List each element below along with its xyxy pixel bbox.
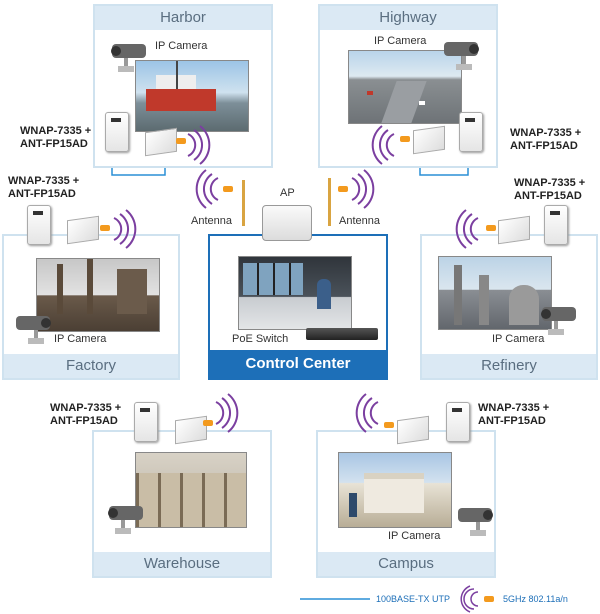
- highway-photo: [348, 50, 462, 124]
- warehouse-camera-icon: [105, 502, 149, 536]
- site-title: Harbor: [95, 6, 271, 30]
- harbor-device-label: WNAP-7335 + ANT-FP15AD: [20, 125, 91, 151]
- factory-band-badge-icon: [100, 225, 110, 231]
- campus-device-label: WNAP-7335 + ANT-FP15AD: [478, 402, 549, 428]
- harbor-photo: [135, 60, 249, 132]
- campus-ap-icon: [446, 402, 470, 442]
- legend-band-badge-icon: [484, 596, 494, 602]
- device-label-line-2: ANT-FP15AD: [478, 415, 546, 427]
- warehouse-photo: [135, 452, 247, 528]
- device-label-line-2: ANT-FP15AD: [50, 415, 118, 427]
- left-band-badge-icon: [223, 186, 233, 192]
- central-ap-icon: [262, 205, 312, 241]
- site-title: Campus: [318, 552, 494, 576]
- legend-wired-label: 100BASE-TX UTP: [376, 594, 451, 604]
- warehouse-band-badge-icon: [203, 420, 213, 426]
- harbor-ap-icon: [105, 112, 129, 152]
- factory-device-label: WNAP-7335 + ANT-FP15AD: [8, 175, 79, 201]
- campus-photo: [338, 452, 452, 528]
- device-label-line-2: ANT-FP15AD: [514, 190, 582, 202]
- device-label-line-2: ANT-FP15AD: [20, 138, 88, 150]
- device-label-line-1: WNAP-7335 +: [8, 175, 80, 187]
- site-title: Factory: [4, 354, 178, 378]
- refinery-band-badge-icon: [486, 225, 496, 231]
- device-label-line-2: ANT-FP15AD: [8, 188, 76, 200]
- device-label-line-1: WNAP-7335 +: [510, 127, 582, 139]
- site-title: Warehouse: [94, 552, 270, 576]
- right-band-badge-icon: [338, 186, 348, 192]
- poe-switch-icon: [306, 328, 378, 340]
- antenna-left-label: Antenna: [191, 215, 232, 227]
- highway-band-badge-icon: [400, 136, 410, 142]
- highway-device-label: WNAP-7335 + ANT-FP15AD: [510, 127, 581, 153]
- campus-camera-icon: [452, 504, 496, 538]
- refinery-ap-icon: [544, 205, 568, 245]
- control-center-photo: [238, 256, 352, 330]
- warehouse-device-label: WNAP-7335 + ANT-FP15AD: [50, 402, 121, 428]
- factory-ap-icon: [27, 205, 51, 245]
- highway-ap-icon: [459, 112, 483, 152]
- factory-camera-icon: [10, 312, 54, 346]
- site-title: Highway: [320, 6, 496, 30]
- campus-camera-label: IP Camera: [388, 530, 441, 542]
- refinery-camera-label: IP Camera: [492, 333, 545, 345]
- device-label-line-1: WNAP-7335 +: [50, 402, 122, 414]
- device-label-line-1: WNAP-7335 +: [478, 402, 550, 414]
- control-center-title: Control Center: [210, 350, 386, 378]
- right-antenna-icon: [328, 178, 331, 226]
- factory-photo: [36, 258, 160, 332]
- refinery-device-label: WNAP-7335 + ANT-FP15AD: [514, 177, 585, 203]
- refinery-photo: [438, 256, 552, 330]
- ap-label: AP: [280, 187, 295, 199]
- campus-band-badge-icon: [384, 422, 394, 428]
- harbor-camera-icon: [108, 40, 152, 74]
- antenna-right-label: Antenna: [339, 215, 380, 227]
- site-title: Refinery: [422, 354, 596, 378]
- harbor-band-badge-icon: [176, 138, 186, 144]
- refinery-camera-icon: [538, 303, 582, 337]
- highway-camera-icon: [438, 38, 482, 72]
- device-label-line-1: WNAP-7335 +: [20, 125, 92, 137]
- legend-wireless-label: 5GHz 802.11a/n: [503, 594, 568, 604]
- device-label-line-2: ANT-FP15AD: [510, 140, 578, 152]
- highway-camera-label: IP Camera: [374, 35, 427, 47]
- warehouse-ap-icon: [134, 402, 158, 442]
- device-label-line-1: WNAP-7335 +: [514, 177, 586, 189]
- harbor-camera-label: IP Camera: [155, 40, 208, 52]
- left-antenna-icon: [242, 180, 245, 226]
- factory-camera-label: IP Camera: [54, 333, 107, 345]
- poe-switch-label: PoE Switch: [232, 333, 289, 345]
